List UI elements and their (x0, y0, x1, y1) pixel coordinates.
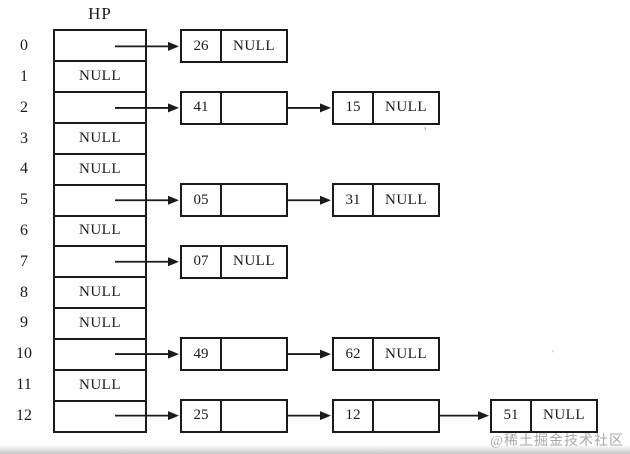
null-text: NULL (79, 315, 121, 332)
node-value: 25 (182, 400, 222, 431)
list-node-26: 26 NULL (180, 29, 288, 64)
node-value: 05 (182, 185, 222, 216)
array-cell-8: NULL (55, 278, 145, 310)
watermark-text: @稀土掘金技术社区 (490, 434, 624, 449)
null-text: NULL (79, 67, 121, 84)
array-cell-9: NULL (55, 309, 145, 341)
list-node-49: 49 (180, 337, 288, 372)
array-cell-12 (55, 402, 145, 431)
pointer-arrow-head (320, 349, 331, 359)
scan-artifact-mark: ' (552, 348, 554, 360)
null-text: NULL (79, 377, 121, 394)
node-value: 51 (492, 400, 532, 431)
pointer-arrow-head (168, 411, 179, 421)
array-cell-6: NULL (55, 217, 145, 248)
node-next-pointer: NULL (543, 407, 585, 424)
array-cell-0 (55, 31, 145, 62)
pointer-arrow-head (168, 349, 179, 359)
list-node-31: 31 NULL (332, 183, 440, 218)
bucket-index-0: 0 (20, 37, 28, 55)
array-cell-7 (55, 247, 145, 279)
bucket-index-1: 1 (20, 68, 28, 86)
node-next-pointer: NULL (385, 345, 427, 362)
bucket-index-2: 2 (20, 98, 28, 116)
null-text: NULL (79, 129, 121, 146)
list-node-12: 12 (332, 398, 440, 433)
array-cell-4: NULL (55, 155, 145, 186)
node-next-pointer: NULL (385, 99, 427, 116)
pointer-arrow-head (168, 257, 179, 267)
node-next-pointer: NULL (385, 191, 427, 208)
node-next-pointer (222, 93, 286, 123)
bucket-index-12: 12 (16, 406, 32, 424)
array-cell-1: NULL (55, 62, 145, 93)
pointer-arrow-head (168, 103, 179, 113)
bucket-index-7: 7 (20, 252, 28, 270)
node-next-pointer (222, 401, 286, 431)
list-node-25: 25 (180, 398, 288, 433)
scan-artifact-mark: ' (424, 124, 427, 139)
bucket-index-5: 5 (20, 191, 28, 209)
pointer-arrow-head (168, 41, 179, 51)
node-value: 31 (334, 185, 374, 216)
list-node-07: 07 NULL (180, 244, 288, 279)
bucket-index-10: 10 (16, 345, 32, 363)
bucket-index-6: 6 (20, 222, 28, 239)
pointer-arrow-head (320, 103, 331, 113)
node-next-pointer: NULL (233, 253, 275, 270)
node-next-pointer (374, 401, 438, 431)
node-next-pointer (222, 185, 286, 215)
bucket-index-11: 11 (16, 375, 32, 393)
array-cell-5 (55, 186, 145, 217)
array-cell-10 (55, 340, 145, 372)
bucket-index-4: 4 (20, 160, 28, 178)
null-text: NULL (79, 160, 121, 177)
pointer-arrow-head (478, 411, 489, 421)
node-next-pointer (222, 339, 286, 369)
pointer-arrow-head (320, 411, 331, 421)
array-cell-3: NULL (55, 124, 145, 155)
array-cell-2 (55, 93, 145, 124)
node-value: 07 (182, 246, 222, 277)
node-value: 62 (334, 339, 374, 370)
array-cell-11: NULL (55, 371, 145, 403)
bucket-index-8: 8 (20, 283, 28, 301)
bucket-array: NULL NULL NULL NULL NULL NULL NULL (53, 29, 147, 433)
node-value: 49 (182, 339, 222, 370)
null-text: NULL (79, 222, 121, 239)
list-node-05: 05 (180, 183, 288, 218)
node-value: 15 (334, 92, 374, 123)
null-text: NULL (79, 284, 121, 301)
node-value: 41 (182, 92, 222, 123)
list-node-51: 51 NULL (490, 398, 598, 433)
head-pointer-array-title: HP (88, 4, 112, 23)
pointer-arrow-head (168, 195, 179, 205)
node-value: 12 (334, 400, 374, 431)
list-node-15: 15 NULL (332, 90, 440, 125)
pointer-arrow-head (320, 195, 331, 205)
list-node-62: 62 NULL (332, 337, 440, 372)
bucket-index-3: 3 (20, 129, 28, 147)
node-value: 26 (182, 31, 222, 62)
list-node-41: 41 (180, 90, 288, 125)
bucket-index-9: 9 (20, 314, 28, 332)
node-next-pointer: NULL (233, 37, 275, 54)
